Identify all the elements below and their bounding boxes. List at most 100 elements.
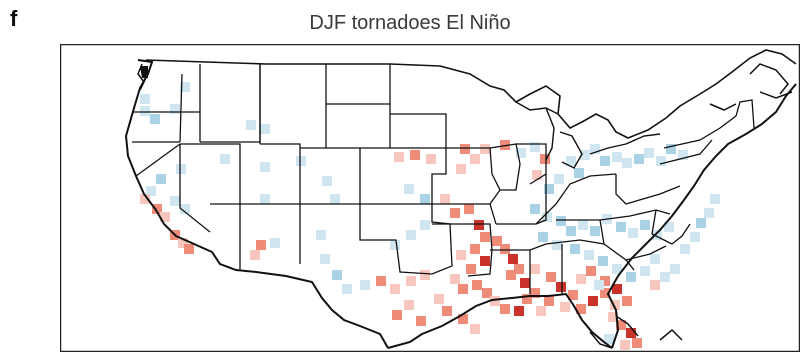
anomaly-cell xyxy=(586,266,596,276)
anomaly-cell xyxy=(246,120,256,130)
anomaly-cell xyxy=(622,296,632,306)
anomaly-cell xyxy=(180,82,190,92)
anomaly-cell xyxy=(678,150,688,160)
anomaly-cell xyxy=(460,144,470,154)
anomaly-cell xyxy=(652,230,662,240)
anomaly-cell xyxy=(610,300,620,310)
anomaly-cell xyxy=(600,288,610,298)
anomaly-cell xyxy=(440,194,450,204)
anomaly-cell xyxy=(520,278,530,288)
anomaly-cell xyxy=(420,194,430,204)
anomaly-cell xyxy=(322,176,332,186)
anomaly-cell xyxy=(160,212,170,222)
anomaly-cell xyxy=(220,154,230,164)
anomaly-cell xyxy=(490,296,500,306)
anomaly-cell xyxy=(616,222,626,232)
anomaly-cell xyxy=(560,302,570,312)
anomaly-cell xyxy=(556,282,566,292)
anomaly-cell xyxy=(588,296,598,306)
anomaly-cell xyxy=(464,204,474,214)
anomaly-cell xyxy=(650,280,660,290)
anomaly-cell xyxy=(456,250,466,260)
anomaly-cell xyxy=(540,154,550,164)
anomaly-cell xyxy=(544,296,554,306)
anomaly-cell xyxy=(260,194,270,204)
anomaly-cell xyxy=(584,250,594,260)
anomaly-cell xyxy=(506,270,516,280)
anomaly-cell xyxy=(140,194,150,204)
anomaly-cell xyxy=(480,256,490,266)
anomaly-cell xyxy=(184,244,194,254)
anomaly-cell xyxy=(426,154,436,164)
anomaly-cell xyxy=(608,312,618,322)
anomaly-cell xyxy=(256,240,266,250)
anomaly-cell xyxy=(480,144,490,154)
anomaly-cell xyxy=(514,306,524,316)
anomaly-cell xyxy=(472,280,482,290)
anomaly-cell xyxy=(604,334,614,344)
anomaly-cell xyxy=(626,272,636,282)
anomaly-cell xyxy=(500,304,510,314)
us-outline xyxy=(124,59,797,349)
anomaly-cell xyxy=(644,148,654,158)
anomaly-cell xyxy=(416,316,426,326)
anomaly-cell xyxy=(140,106,150,116)
anomaly-cell xyxy=(474,220,484,230)
anomaly-cell xyxy=(568,290,578,300)
anomaly-cell xyxy=(616,320,626,330)
anomaly-cell xyxy=(180,204,190,214)
anomaly-cell xyxy=(632,338,642,348)
anomaly-cell xyxy=(532,170,542,180)
anomaly-cell xyxy=(442,306,452,316)
anomaly-cell xyxy=(470,244,480,254)
anomaly-cell xyxy=(492,236,502,246)
northern-border xyxy=(145,49,797,139)
anomaly-cell xyxy=(260,162,270,172)
anomaly-cell xyxy=(626,328,636,338)
anomaly-cell xyxy=(156,174,166,184)
anomaly-cell xyxy=(664,222,674,232)
anomaly-cell xyxy=(176,164,186,174)
anomaly-cell xyxy=(140,94,150,104)
state-boundaries xyxy=(132,64,755,294)
anomaly-cell xyxy=(500,140,510,150)
anomaly-cell xyxy=(704,208,714,218)
anomaly-cell xyxy=(392,310,402,320)
anomaly-cell xyxy=(450,274,460,284)
anomaly-cell xyxy=(680,244,690,254)
anomaly-cell xyxy=(590,226,600,236)
anomaly-cell xyxy=(260,124,270,134)
anomaly-cell xyxy=(316,230,326,240)
anomaly-cell xyxy=(320,254,330,264)
anomaly-cell xyxy=(612,152,622,162)
anomaly-cell xyxy=(690,232,700,242)
anomaly-cell xyxy=(466,264,476,274)
anomaly-cell xyxy=(574,168,584,178)
anomaly-cell xyxy=(696,218,706,228)
anomaly-cell xyxy=(456,164,466,174)
anomaly-cell xyxy=(566,226,576,236)
anomaly-cell xyxy=(578,220,588,230)
anomaly-cell xyxy=(146,186,156,196)
anomaly-cell xyxy=(394,152,404,162)
anomaly-cell xyxy=(332,270,342,280)
anomaly-cell xyxy=(594,280,604,290)
anomaly-cell xyxy=(622,158,632,168)
anomaly-cell xyxy=(530,142,540,152)
anomaly-cell xyxy=(508,254,518,264)
anomaly-cell xyxy=(660,272,670,282)
great-lakes xyxy=(515,101,661,169)
anomaly-cell xyxy=(330,194,340,204)
coastline-details xyxy=(137,63,793,349)
anomaly-cell xyxy=(670,264,680,274)
anomaly-cell xyxy=(404,300,414,310)
anomaly-cell xyxy=(480,232,490,242)
anomaly-cell xyxy=(270,238,280,248)
anomaly-cell xyxy=(556,216,566,226)
anomaly-cell xyxy=(360,280,370,290)
anomaly-cell xyxy=(434,294,444,304)
anomaly-cell xyxy=(536,306,546,316)
anomaly-cell xyxy=(538,232,548,242)
anomaly-cell xyxy=(580,150,590,160)
anomaly-cell xyxy=(620,340,630,350)
